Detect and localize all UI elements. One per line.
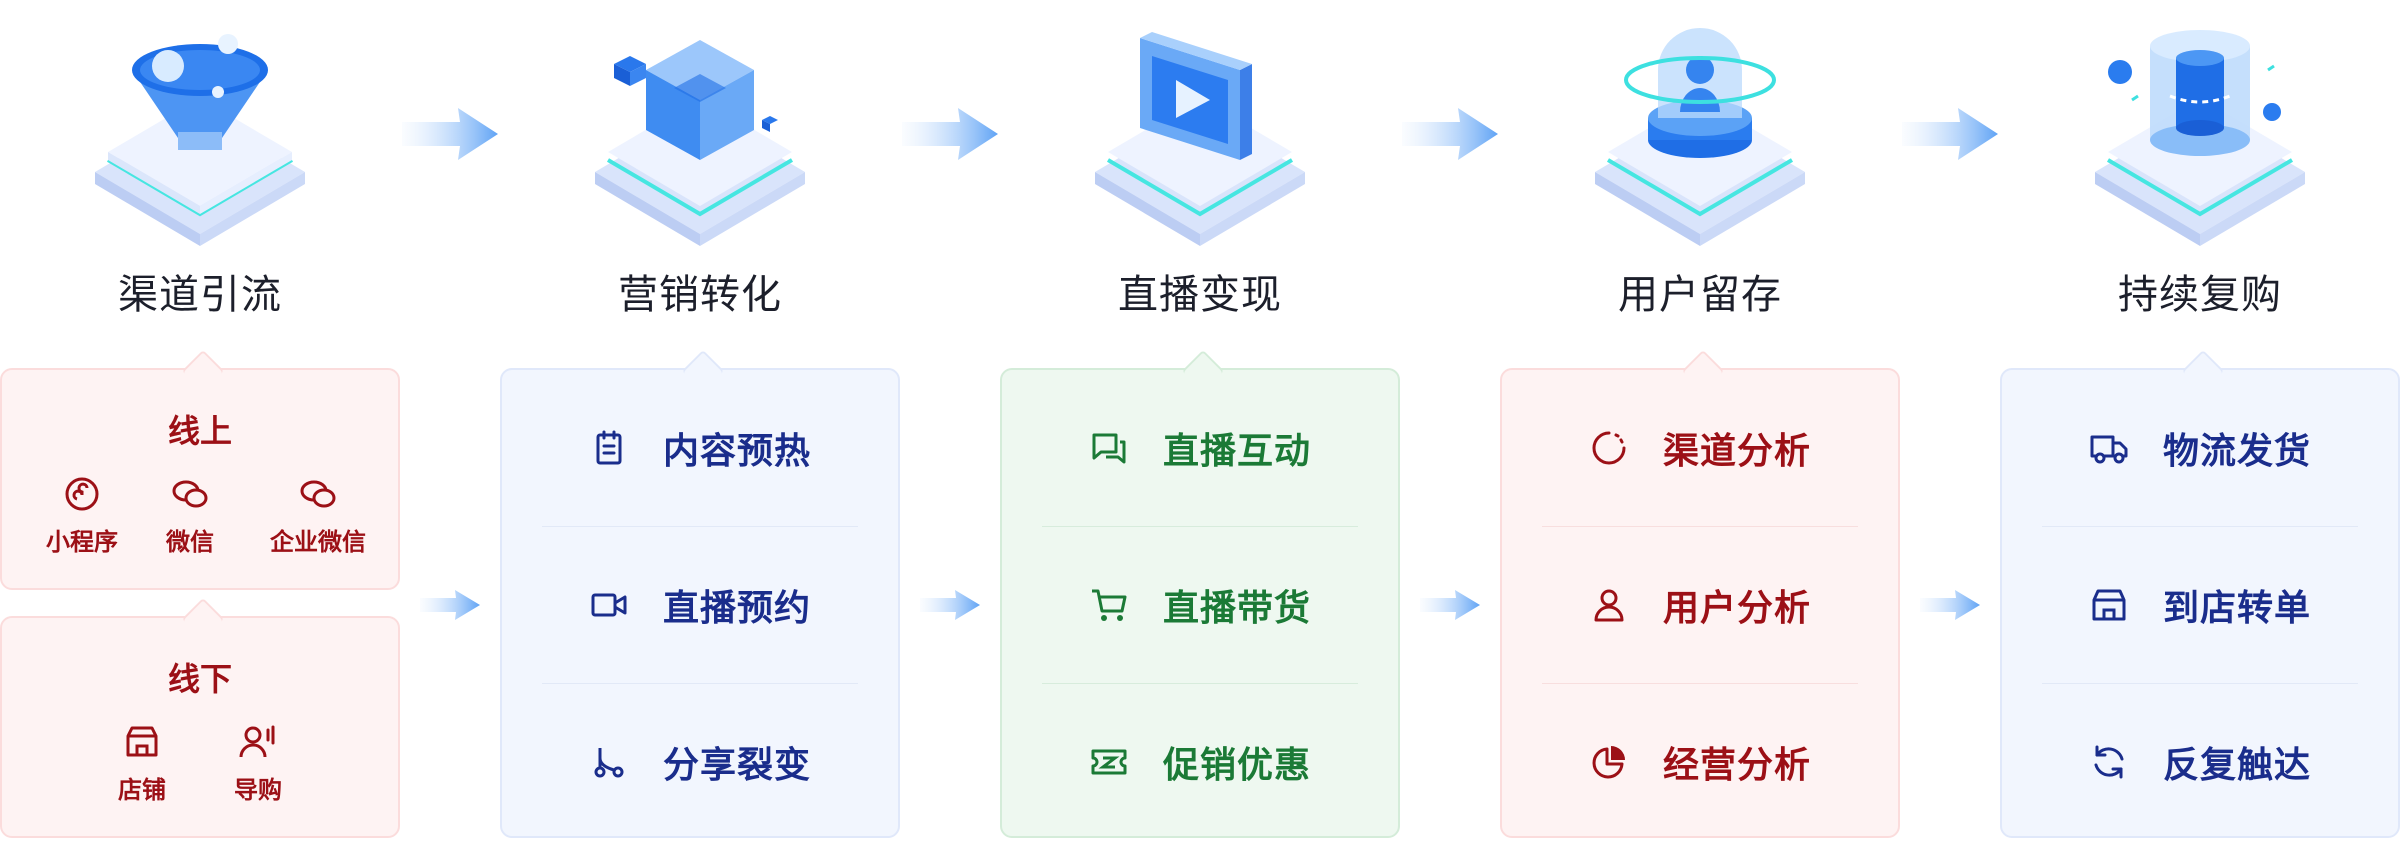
item-label: 物流发货 [2162, 431, 2311, 472]
store-icon [2092, 589, 2126, 621]
pie-chart-icon [1592, 746, 1625, 779]
item-share-fission[interactable]: 分享裂变 [542, 684, 858, 840]
clipboard-icon [596, 430, 622, 465]
wechat-icon [172, 480, 208, 508]
stage-title: 渠道引流 [118, 272, 282, 318]
video-illustration [1095, 32, 1305, 246]
shopping-cart-icon [1091, 589, 1127, 621]
database-illustration [2095, 30, 2305, 246]
repurchase-card: 物流发货 到店转单 反复触达 [2000, 349, 2400, 840]
chat-bubble-icon [1092, 433, 1126, 464]
divider [1042, 683, 1358, 684]
stage-title: 营销转化 [618, 272, 782, 318]
funnel-illustration [95, 34, 305, 246]
stage-title: 直播变现 [1118, 272, 1282, 318]
flow-arrow-icon [1420, 590, 1480, 620]
coupon-icon [1091, 749, 1127, 775]
online-channel-card: 线上 小程序 微信 企业微信 [0, 349, 400, 590]
item-label: 直播带货 [1162, 588, 1311, 629]
item-repeat-reach[interactable]: 反复触达 [2042, 684, 2358, 840]
item-label: 反复触达 [2162, 745, 2311, 786]
retention-card: 渠道分析 用户分析 经营分析 [1500, 349, 1900, 840]
item-promotion[interactable]: 促销优惠 [1042, 684, 1358, 840]
user-icon [1594, 589, 1624, 622]
divider [1042, 526, 1358, 527]
online-title: 线上 [167, 412, 232, 450]
item-label: 直播预约 [662, 588, 811, 629]
flow-arrow-icon [402, 108, 498, 160]
divider [1542, 683, 1858, 684]
item-label: 到店转单 [2162, 588, 2311, 629]
item-label: 渠道分析 [1662, 431, 1811, 472]
offline-title: 线下 [167, 660, 232, 698]
item-business-analysis[interactable]: 经营分析 [1542, 684, 1858, 840]
shopping-guide-chip[interactable]: 导购 [218, 722, 298, 805]
card-notch [181, 597, 225, 641]
chip-label: 导购 [234, 776, 282, 804]
item-label: 直播互动 [1162, 431, 1311, 472]
chip-label: 企业微信 [270, 528, 366, 556]
item-logistics[interactable]: 物流发货 [2042, 370, 2358, 526]
item-content-warmup[interactable]: 内容预热 [542, 370, 858, 526]
loading-arc-icon [1592, 431, 1626, 465]
divider [2042, 683, 2358, 684]
item-label: 促销优惠 [1162, 745, 1311, 786]
item-label: 用户分析 [1662, 588, 1811, 629]
chip-label: 微信 [166, 528, 214, 556]
flow-arrow-icon [1402, 108, 1498, 160]
offline-channel-card: 线下 店铺 导购 [0, 597, 400, 838]
video-camera-icon [591, 593, 627, 617]
flow-arrow-icon [1902, 108, 1998, 160]
divider [2042, 526, 2358, 527]
store-chip[interactable]: 店铺 [102, 722, 182, 805]
item-label: 经营分析 [1662, 745, 1811, 786]
enterprise-wechat-icon [300, 480, 336, 508]
share-branch-icon [594, 748, 624, 778]
mini-program-chip[interactable]: 小程序 [42, 474, 122, 557]
flow-arrow-icon [902, 108, 998, 160]
enterprise-wechat-chip[interactable]: 企业微信 [258, 474, 378, 557]
divider [1542, 526, 1858, 527]
marketing-card: 内容预热 直播预约 分享裂变 [500, 349, 900, 840]
user-dome-illustration [1595, 28, 1805, 246]
card-notch [181, 349, 225, 393]
item-live-sales[interactable]: 直播带货 [1042, 527, 1358, 683]
store-icon [126, 726, 158, 757]
item-store-order[interactable]: 到店转单 [2042, 527, 2358, 683]
divider [542, 683, 858, 684]
chip-label: 店铺 [118, 776, 166, 804]
stage-title: 用户留存 [1618, 272, 1782, 318]
stage-title: 持续复购 [2118, 272, 2282, 318]
flow-arrow-icon [1920, 590, 1980, 620]
flow-arrow-icon [920, 590, 980, 620]
item-live-interaction[interactable]: 直播互动 [1042, 370, 1358, 526]
mini-program-icon [65, 477, 99, 511]
chip-label: 小程序 [46, 528, 118, 556]
item-channel-analysis[interactable]: 渠道分析 [1542, 370, 1858, 526]
flow-arrow-icon [420, 590, 480, 620]
wechat-chip[interactable]: 微信 [150, 474, 230, 557]
refresh-icon [2094, 745, 2124, 779]
item-label: 分享裂变 [662, 745, 811, 786]
live-card: 直播互动 直播带货 促销优惠 [1000, 349, 1400, 840]
delivery-truck-icon [2090, 435, 2128, 464]
divider [542, 526, 858, 527]
item-live-reservation[interactable]: 直播预约 [542, 527, 858, 683]
item-user-analysis[interactable]: 用户分析 [1542, 527, 1858, 683]
cube-illustration [595, 40, 805, 246]
item-label: 内容预热 [662, 431, 811, 472]
shopping-guide-icon [239, 725, 275, 758]
